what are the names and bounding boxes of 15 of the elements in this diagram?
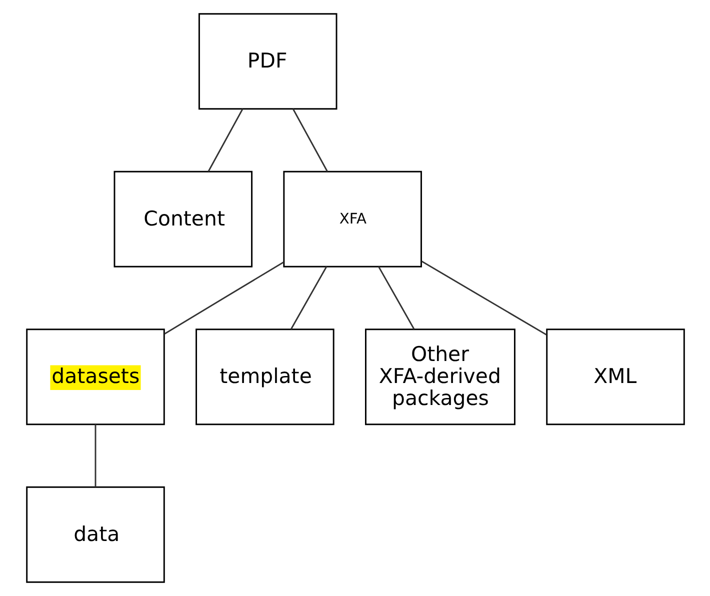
connector	[290, 266, 327, 330]
node-box: Other XFA-derived packages	[364, 328, 515, 426]
connector	[94, 424, 96, 488]
node-box: PDF	[198, 13, 337, 110]
node-box: datasets	[26, 328, 164, 426]
connector	[420, 260, 546, 336]
node-box: XFA	[282, 170, 422, 268]
connector	[292, 108, 328, 172]
connector	[164, 261, 284, 334]
connector	[207, 108, 243, 172]
node-box: data	[26, 486, 164, 583]
node-box: template	[195, 328, 334, 426]
connector	[378, 266, 414, 330]
node-box: XML	[546, 328, 684, 426]
node-box: Content	[113, 170, 252, 268]
